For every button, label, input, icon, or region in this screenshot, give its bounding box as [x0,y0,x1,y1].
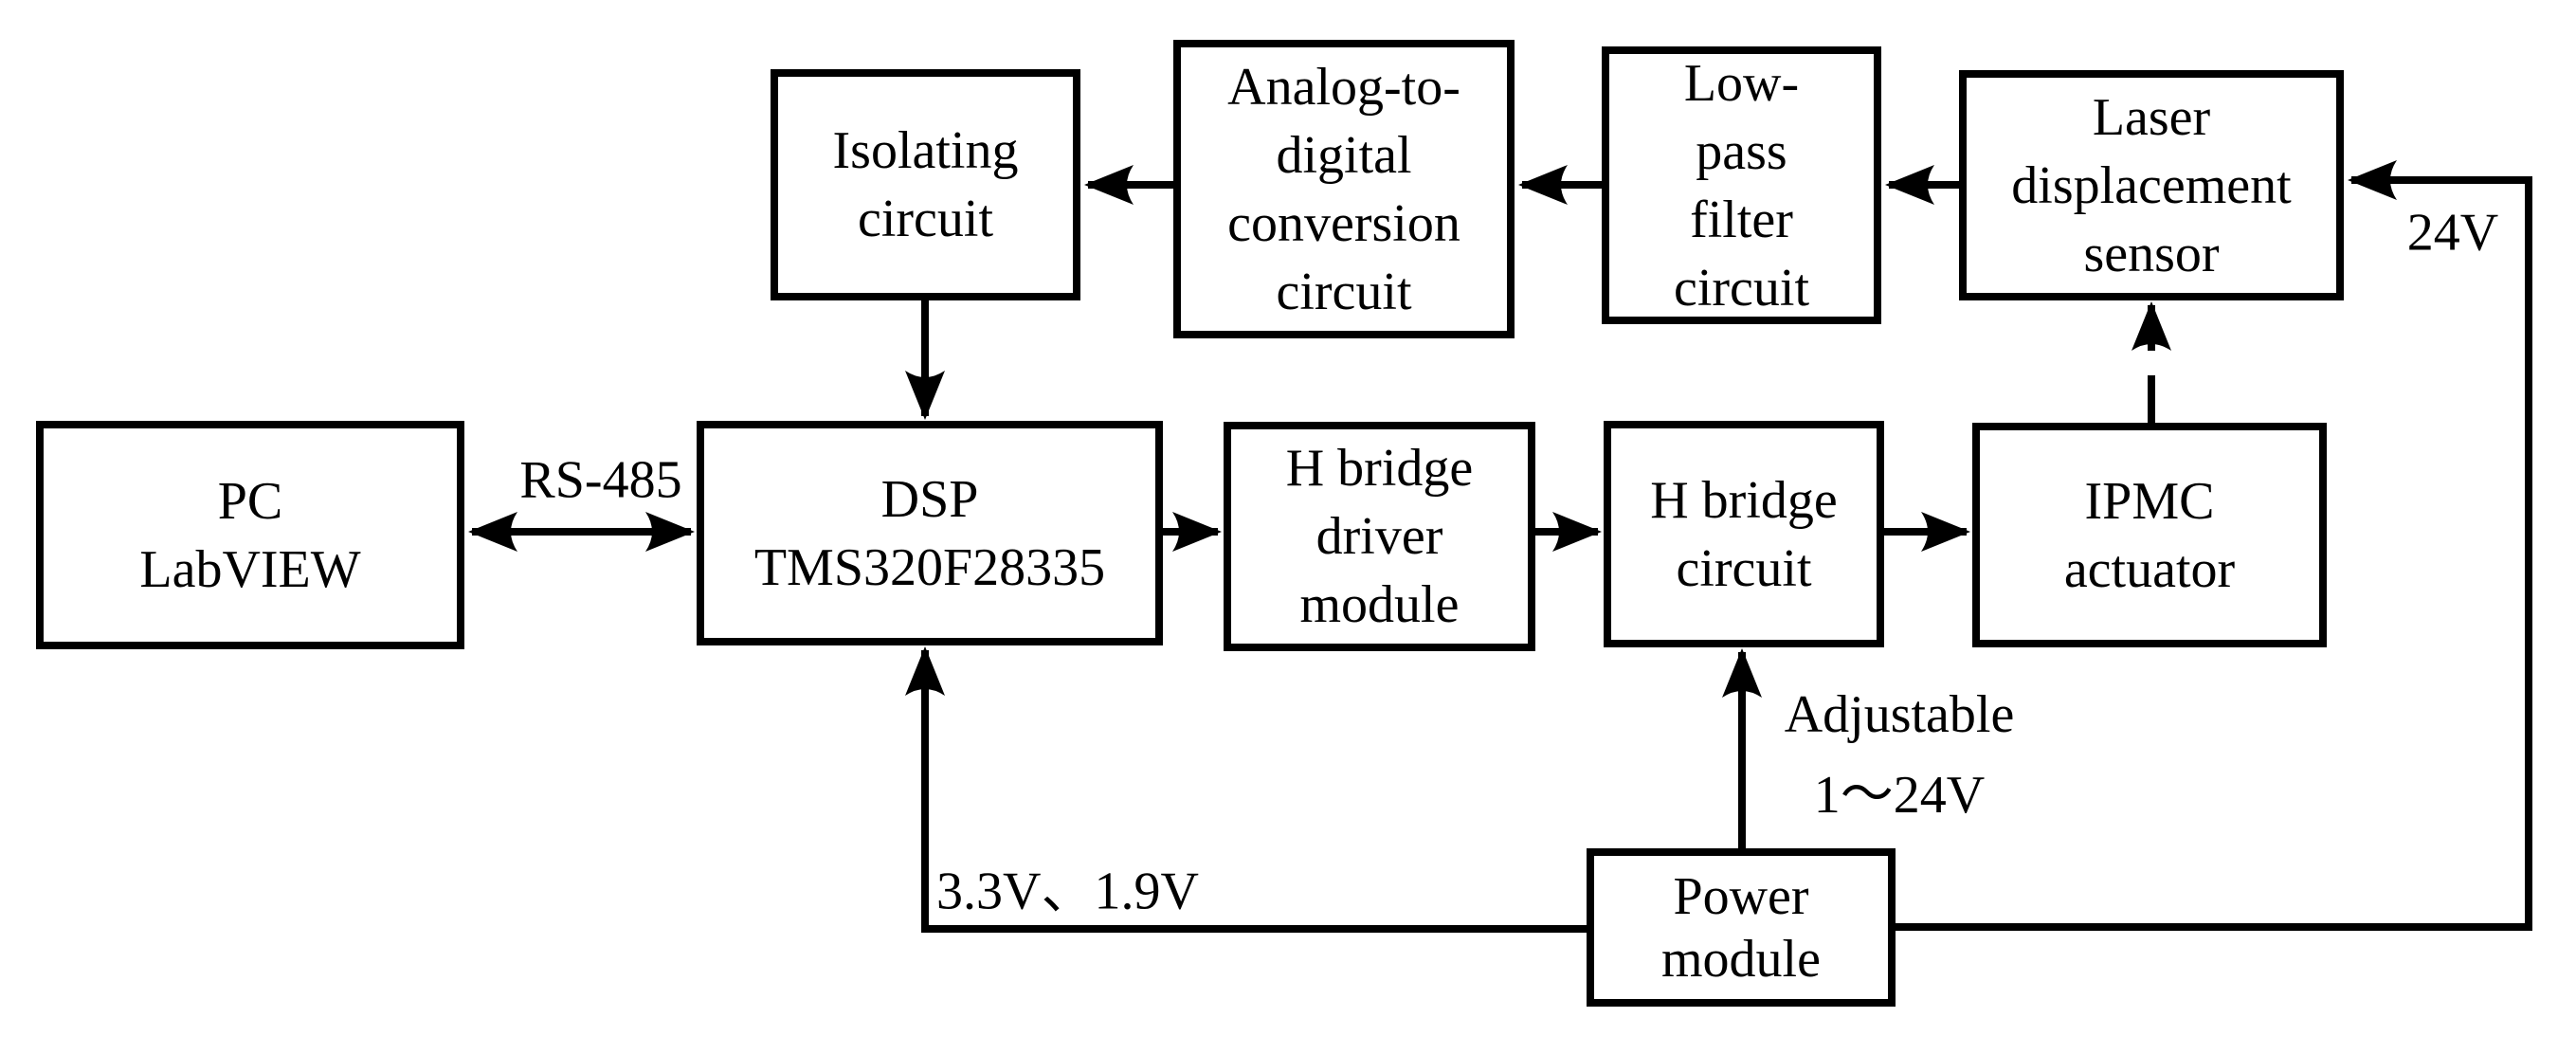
box-label: Low- [1683,53,1800,113]
box-low-pass-filter: Low- pass filter circuit [1602,46,1881,324]
box-h-bridge-driver-module: H bridge driver module [1224,422,1535,651]
label-line: 1～24V [1813,766,1986,825]
box-h-bridge-circuit: H bridge circuit [1604,421,1884,647]
box-label: circuit [1676,538,1812,598]
box-label: conversion [1227,193,1460,253]
box-label: pass [1696,121,1787,181]
box-label: module [1299,575,1460,634]
box-label: Power [1673,866,1809,926]
box-label: Laser [2092,87,2211,147]
box-label: digital [1276,125,1412,185]
arrow-power-24v-to-laser [1896,160,2532,931]
box-label: H bridge [1285,439,1474,498]
box-label: module [1661,929,1821,989]
label-24v: 24V [2406,203,2499,263]
box-label: filter [1690,190,1793,249]
box-label: Isolating [832,121,1019,180]
box-label: TMS320F28335 [753,537,1106,597]
box-label: circuit [1276,262,1412,321]
box-label: driver [1315,507,1443,566]
arrow-power-to-dsp [905,646,1587,933]
box-label: Analog-to- [1227,57,1460,117]
box-power-module: Power module [1587,848,1896,1007]
box-label: PC [217,471,283,531]
label-adjustable-1-24v: Adjustable 1～24V [1785,675,2015,836]
box-label: displacement [2011,155,2292,215]
box-label: circuit [857,190,994,248]
label-rs485: RS-485 [519,450,682,510]
label-line: Adjustable [1784,685,2015,744]
box-label: IPMC [2084,471,2215,531]
box-ipmc-actuator: IPMC actuator [1972,423,2327,647]
label-3v3-1v9: 3.3V、1.9V [936,862,1199,921]
box-label: H bridge [1650,470,1838,530]
box-adc-circuit: Analog-to- digital conversion circuit [1173,40,1515,338]
box-pc-labview: PC LabVIEW [36,421,464,649]
box-label: actuator [2063,539,2236,599]
box-label: DSP [880,469,979,529]
box-dsp: DSP TMS320F28335 [697,421,1163,645]
box-label: LabVIEW [139,539,361,599]
box-laser-displacement-sensor: Laser displacement sensor [1959,70,2344,300]
box-isolating-circuit: Isolating circuit [771,69,1080,300]
box-label: circuit [1673,258,1810,318]
box-label: sensor [2083,224,2220,283]
